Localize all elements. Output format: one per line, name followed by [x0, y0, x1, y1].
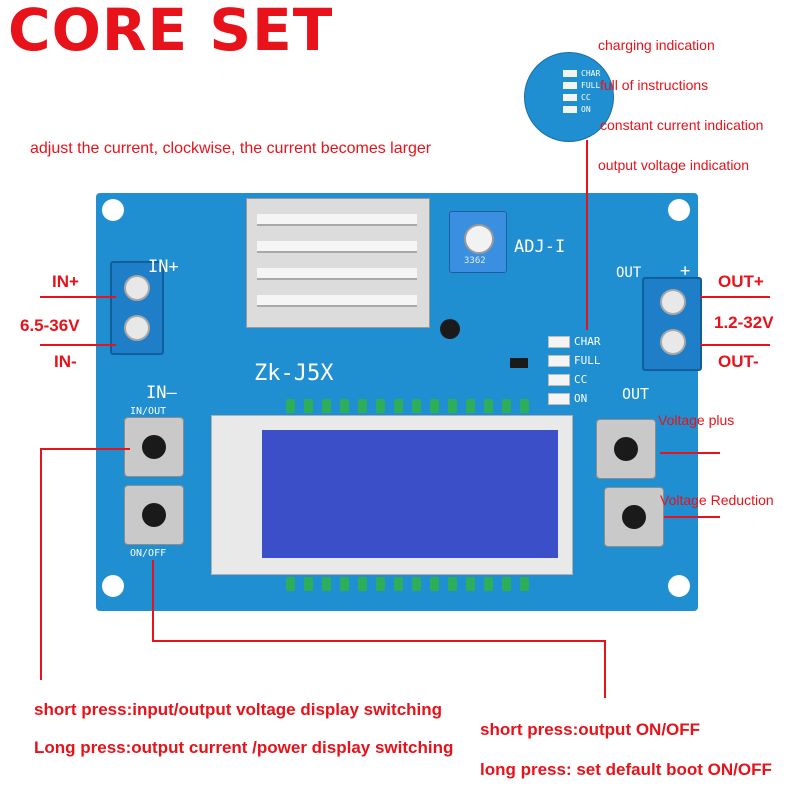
- voltage-plus-button[interactable]: [596, 419, 656, 479]
- lcd-screen: [262, 430, 558, 558]
- page-title: CORE SET: [8, 0, 334, 64]
- long-press-right-label: long press: set default boot ON/OFF: [480, 760, 772, 779]
- input-terminal-block[interactable]: [110, 261, 164, 355]
- input-range-annotation: 6.5-36V: [20, 316, 80, 335]
- voltage-reduction-label: Voltage Reduction: [660, 492, 774, 508]
- out-plus-silkscreen: +: [680, 261, 691, 281]
- output-terminal-block[interactable]: [642, 277, 702, 371]
- screw-icon[interactable]: [660, 289, 686, 315]
- short-press-right-label: short press:output ON/OFF: [480, 720, 701, 739]
- pcb-board: 3362 ADJ-I IN+ IN– OUT + OUT CHAR FULL C…: [96, 193, 702, 611]
- adjust-current-label: adjust the current, clockwise, the curre…: [30, 140, 432, 157]
- pointer-line: [40, 296, 116, 298]
- voltage-minus-button[interactable]: [604, 487, 664, 547]
- full-led: [548, 354, 570, 367]
- on-off-silkscreen: ON/OFF: [130, 548, 167, 559]
- pointer-line: [660, 452, 720, 454]
- inset-led-row: CHAR FULL CC ON: [563, 69, 600, 114]
- output-range-annotation: 1.2-32V: [714, 313, 774, 332]
- charging-indication-label: charging indication: [598, 37, 715, 53]
- screw-icon[interactable]: [660, 329, 686, 355]
- in-plus-silkscreen: IN+: [148, 257, 179, 277]
- out-minus-annotation: OUT-: [718, 352, 759, 371]
- lcd-frame: [211, 415, 573, 575]
- heatsink: [246, 198, 430, 328]
- pointer-line: [40, 344, 116, 346]
- pot-code: 3362: [464, 256, 486, 266]
- led-label: ON: [574, 392, 588, 405]
- inset-led-label: CC: [581, 93, 591, 102]
- long-press-left-label: Long press:output current /power display…: [34, 738, 454, 757]
- status-led-group: CHAR FULL CC ON: [548, 335, 601, 405]
- charging-led: [548, 335, 570, 348]
- out-silkscreen: OUT: [616, 265, 642, 281]
- current-adjust-potentiometer[interactable]: 3362: [449, 211, 507, 273]
- mounting-hole: [102, 199, 124, 221]
- led-inset: CHAR FULL CC ON: [524, 52, 614, 142]
- output-voltage-indication-label: output voltage indication: [598, 157, 749, 173]
- led-label: FULL: [574, 354, 601, 367]
- short-press-left-label: short press:input/output voltage display…: [34, 700, 443, 719]
- cc-led: [548, 373, 570, 386]
- constant-current-label: constant current indication: [600, 117, 764, 133]
- led-label: CHAR: [574, 335, 601, 348]
- lcd-pins-top: [286, 399, 529, 413]
- board-model: Zk-J5X: [254, 361, 334, 386]
- in-plus-annotation: IN+: [52, 272, 79, 291]
- adj-silkscreen: ADJ-I: [514, 237, 566, 257]
- full-indication-label: full of instructions: [600, 77, 709, 93]
- screw-icon[interactable]: [124, 315, 150, 341]
- inset-led-label: ON: [581, 105, 591, 114]
- pointer-line: [586, 140, 588, 330]
- mounting-hole: [102, 575, 124, 597]
- voltage-plus-label: Voltage plus: [658, 412, 735, 428]
- pointer-line: [40, 448, 42, 680]
- pointer-line: [152, 640, 606, 642]
- pointer-line: [152, 560, 154, 642]
- on-led: [548, 392, 570, 405]
- mounting-hole: [668, 575, 690, 597]
- pointer-line: [40, 448, 130, 450]
- out-bottom-silkscreen: OUT: [622, 385, 650, 403]
- component: [440, 319, 460, 339]
- inset-led-label: CHAR: [581, 69, 601, 78]
- out-plus-annotation: OUT+: [718, 272, 764, 291]
- lcd-pins-bottom: [286, 577, 529, 591]
- pointer-line: [664, 516, 720, 518]
- screw-icon[interactable]: [124, 275, 150, 301]
- pointer-line: [604, 640, 606, 698]
- in-out-button[interactable]: [124, 417, 184, 477]
- pointer-line: [700, 296, 770, 298]
- mounting-hole: [668, 199, 690, 221]
- in-minus-annotation: IN-: [54, 352, 77, 371]
- component: [510, 358, 528, 368]
- inset-led-label: FULL: [581, 81, 601, 90]
- pointer-line: [700, 344, 770, 346]
- in-minus-silkscreen: IN–: [146, 383, 177, 403]
- in-out-silkscreen: IN/OUT: [130, 406, 167, 417]
- on-off-button[interactable]: [124, 485, 184, 545]
- led-label: CC: [574, 373, 588, 386]
